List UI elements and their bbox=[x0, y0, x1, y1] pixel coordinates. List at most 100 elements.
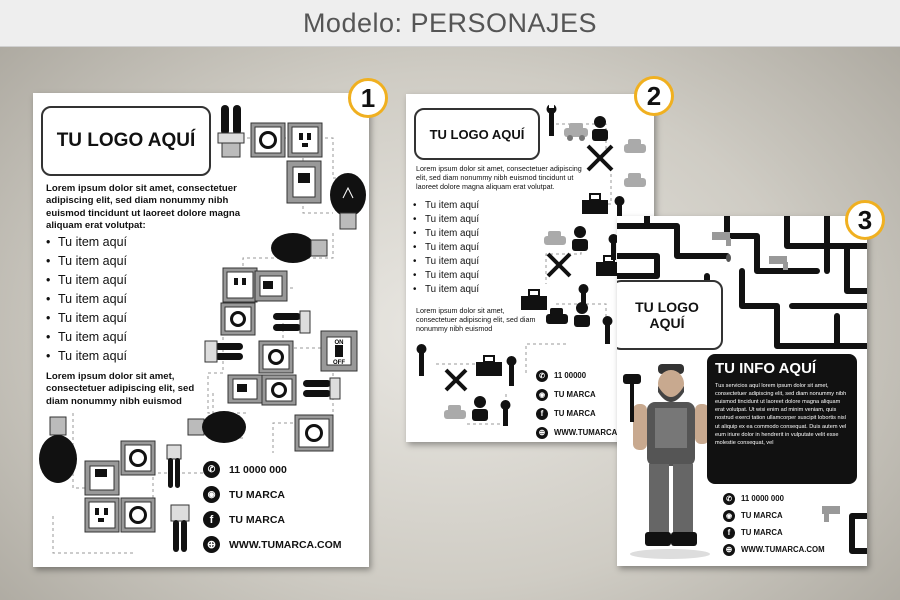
contact-web: ⊕ WWW.TUMARCA.COM bbox=[203, 532, 342, 557]
contact-block: ✆ 11 0000 000 ◉ TU MARCA f TU MARCA ⊕ WW… bbox=[723, 490, 825, 558]
mechanic-icon bbox=[574, 302, 590, 327]
contact-instagram-text: TU MARCA bbox=[229, 488, 285, 501]
car-icon bbox=[546, 308, 568, 324]
car-icon bbox=[624, 139, 646, 153]
outro-paragraph: Lorem ipsum dolor sit amet, consectetuer… bbox=[416, 306, 536, 334]
contact-web-text: WWW.TUMARCA.COM bbox=[554, 428, 638, 437]
socket-icon bbox=[261, 374, 297, 406]
contact-phone: ✆ 11 00000 bbox=[536, 366, 638, 385]
contact-phone-text: 11 0000 000 bbox=[741, 494, 784, 503]
light-switch-icon bbox=[227, 374, 263, 404]
list-item: Tu item aquí bbox=[46, 233, 127, 252]
info-title: TU INFO AQUÍ bbox=[715, 360, 817, 377]
list-item: Tu item aquí bbox=[413, 213, 479, 227]
contact-phone-text: 11 0000 000 bbox=[229, 463, 287, 476]
contact-block: ✆ 11 00000 ◉ TU MARCA f TU MARCA ⊕ WWW.T… bbox=[536, 366, 638, 442]
wrench-icon bbox=[608, 234, 619, 260]
cfl-bulb-icon bbox=[217, 105, 245, 158]
light-bulb-icon bbox=[187, 411, 246, 443]
switch-on-label: ON bbox=[335, 340, 344, 346]
car-icon bbox=[444, 405, 466, 419]
socket-icon bbox=[250, 122, 286, 158]
list-item: Tu item aquí bbox=[46, 271, 127, 290]
contact-facebook: f TU MARCA bbox=[536, 404, 638, 423]
on-off-switch-icon bbox=[320, 330, 358, 372]
socket-icon bbox=[120, 440, 156, 476]
flyer-3: TU LOGO AQUÍ TU INFO AQUÍ Tus servicios … bbox=[617, 216, 867, 566]
mechanic-icon bbox=[592, 116, 608, 141]
light-bulb-icon bbox=[39, 416, 77, 483]
contact-facebook-text: TU MARCA bbox=[554, 409, 596, 418]
contact-web-text: WWW.TUMARCA.COM bbox=[741, 545, 825, 554]
contact-phone-text: 11 00000 bbox=[554, 371, 587, 380]
wrench-icon bbox=[546, 104, 557, 136]
cfl-bulb-icon bbox=[204, 340, 243, 363]
wrench-icon bbox=[614, 196, 625, 224]
contact-facebook-text: TU MARCA bbox=[229, 513, 285, 526]
list-item: Tu item aquí bbox=[413, 283, 479, 297]
crossed-tools-icon bbox=[546, 252, 572, 278]
contact-instagram-text: TU MARCA bbox=[554, 390, 596, 399]
item-list: Tu item aquí Tu item aquí Tu item aquí T… bbox=[413, 199, 479, 297]
globe-icon: ⊕ bbox=[203, 536, 220, 553]
cfl-bulb-icon bbox=[166, 444, 182, 488]
info-box: TU INFO AQUÍ Tus servicios aquí lorem ip… bbox=[707, 354, 857, 484]
list-item: Tu item aquí bbox=[413, 255, 479, 269]
whatsapp-icon: ✆ bbox=[203, 461, 220, 478]
list-item: Tu item aquí bbox=[413, 241, 479, 255]
faucet-icon bbox=[769, 256, 788, 270]
light-bulb-icon bbox=[330, 173, 366, 230]
item-list: Tu item aquí Tu item aquí Tu item aquí T… bbox=[46, 233, 127, 366]
crossed-tools-icon bbox=[586, 144, 614, 172]
plug-socket-icon bbox=[84, 497, 120, 533]
instagram-icon: ◉ bbox=[203, 486, 220, 503]
flyer-1: ON OFF bbox=[33, 93, 369, 567]
plumbing-pipes-layer bbox=[617, 216, 867, 559]
globe-icon: ⊕ bbox=[536, 426, 548, 439]
wrench-icon bbox=[416, 344, 427, 376]
mechanic-icon bbox=[472, 396, 488, 421]
switch-off-label: OFF bbox=[333, 360, 345, 366]
logo-placeholder: TU LOGO AQUÍ bbox=[414, 108, 540, 160]
list-item: Tu item aquí bbox=[46, 328, 127, 347]
facebook-icon: f bbox=[723, 526, 735, 539]
list-item: Tu item aquí bbox=[413, 227, 479, 241]
contact-web-text: WWW.TUMARCA.COM bbox=[229, 538, 342, 551]
banner-title: Modelo: PERSONAJES bbox=[302, 7, 598, 38]
wrench-icon bbox=[578, 284, 589, 308]
number-badge-3: 3 bbox=[845, 200, 885, 240]
whatsapp-icon: ✆ bbox=[536, 369, 548, 382]
title-banner: Modelo: PERSONAJES bbox=[0, 0, 900, 47]
socket-icon bbox=[222, 267, 258, 303]
socket-icon bbox=[220, 302, 256, 336]
list-item: Tu item aquí bbox=[413, 269, 479, 283]
contact-web: ⊕ WWW.TUMARCA.COM bbox=[536, 423, 638, 442]
faucet-icon bbox=[712, 232, 731, 262]
car-icon bbox=[564, 123, 588, 141]
crossed-tools-icon bbox=[444, 368, 468, 392]
toolbox-icon bbox=[582, 193, 608, 214]
faucet-icon bbox=[822, 506, 840, 522]
light-switch-icon bbox=[286, 160, 322, 204]
plumber-character-icon bbox=[623, 364, 710, 559]
intro-paragraph: Lorem ipsum dolor sit amet, consectetuer… bbox=[416, 164, 582, 192]
list-item: Tu item aquí bbox=[413, 199, 479, 213]
intro-paragraph: Lorem ipsum dolor sit amet, consectetuer… bbox=[46, 183, 241, 231]
globe-icon: ⊕ bbox=[723, 543, 735, 556]
number-badge-1: 1 bbox=[348, 78, 388, 118]
logo-placeholder: TU LOGO AQUÍ bbox=[617, 280, 723, 350]
list-item: Tu item aquí bbox=[46, 347, 127, 366]
cfl-bulb-icon bbox=[170, 504, 190, 552]
socket-icon bbox=[294, 414, 334, 452]
number-badge-2: 2 bbox=[634, 76, 674, 116]
socket-icon bbox=[258, 340, 294, 374]
whatsapp-icon: ✆ bbox=[723, 492, 735, 505]
cfl-bulb-icon bbox=[273, 310, 311, 334]
cfl-bulb-icon bbox=[303, 377, 341, 400]
mechanic-icon bbox=[572, 226, 588, 251]
contact-block: ✆ 11 0000 000 ◉ TU MARCA f TU MARCA ⊕ WW… bbox=[203, 457, 342, 557]
car-icon bbox=[544, 231, 566, 245]
wrench-icon bbox=[500, 400, 511, 426]
list-item: Tu item aquí bbox=[46, 290, 127, 309]
wrench-icon bbox=[506, 356, 517, 386]
